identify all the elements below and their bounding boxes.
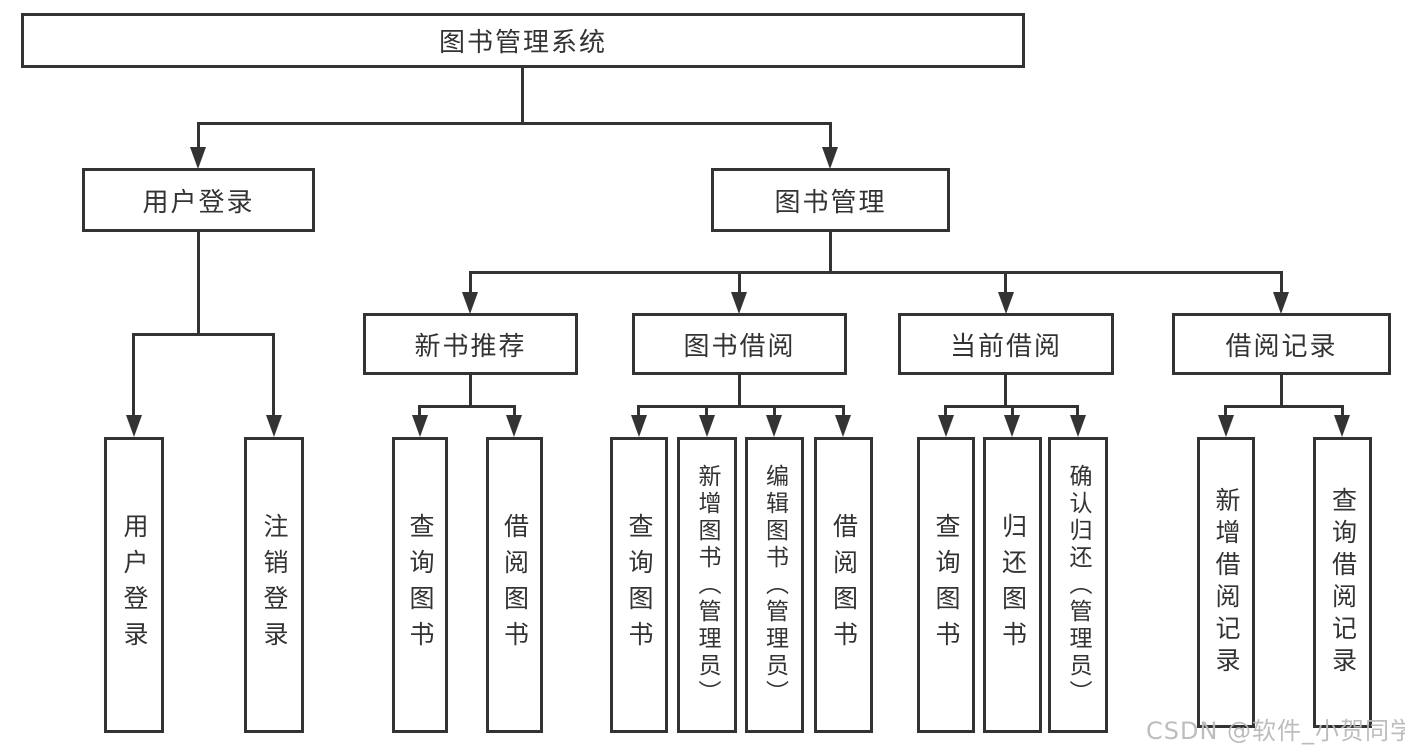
connector-groupB-stem [738, 373, 741, 407]
connector-leaf [705, 405, 708, 419]
node-label: 借阅记录 [1225, 331, 1338, 362]
leaf-query-borrow-record: 查询借阅记录 [1313, 437, 1372, 728]
node-library-management-system: 图书管理系统 [21, 13, 1025, 68]
node-label: 查询图书 [406, 513, 435, 657]
leaf-confirm-return-admin: 确认归还（管理员） [1048, 437, 1108, 733]
connector-groupB-branch [637, 405, 845, 408]
connector-to-new-book [469, 271, 472, 295]
node-label: 编辑图书（管理员） [761, 463, 788, 707]
connector-to-book-borrow [738, 271, 741, 295]
node-label: 归还图书 [998, 513, 1028, 657]
arrowhead-icon [1218, 415, 1234, 437]
connector-leaf [842, 405, 845, 419]
leaf-user-login: 用户登录 [104, 437, 164, 733]
node-label: 查询图书 [625, 513, 654, 657]
node-label: 图书管理 [774, 187, 887, 218]
node-book-borrowing: 图书借阅 [632, 313, 847, 375]
connector-leaf [513, 405, 516, 419]
node-borrowing-records: 借阅记录 [1172, 313, 1391, 375]
leaf-return-books: 归还图书 [983, 437, 1042, 733]
arrowhead-icon [1334, 415, 1350, 437]
arrowhead-icon [998, 292, 1014, 314]
leaf-query-books-a: 查询图书 [392, 437, 448, 733]
node-label: 图书管理系统 [438, 28, 607, 58]
node-label: 查询图书 [932, 513, 961, 657]
connector-groupA-branch [418, 405, 516, 408]
arrowhead-icon [126, 415, 142, 437]
connector-leaf [944, 405, 947, 419]
node-label: 查询借阅记录 [1328, 486, 1358, 679]
node-label: 图书借阅 [683, 331, 796, 362]
arrowhead-icon [822, 147, 838, 169]
connector-to-login-leaf [132, 333, 135, 419]
arrowhead-icon [462, 292, 478, 314]
arrowhead-icon [266, 415, 282, 437]
connector-leaf [1224, 405, 1227, 419]
connector-leaf [637, 405, 640, 419]
connector-leaf [418, 405, 421, 419]
connector-groupD-stem [1280, 373, 1283, 407]
node-label: 用户登录 [120, 513, 149, 657]
node-current-borrowing: 当前借阅 [898, 313, 1114, 375]
leaf-edit-books-admin: 编辑图书（管理员） [745, 437, 804, 733]
arrowhead-icon [506, 415, 522, 437]
leaf-query-books-b: 查询图书 [610, 437, 668, 733]
arrowhead-icon [412, 415, 428, 437]
connector-groupC-stem [1004, 373, 1007, 407]
connector-to-borrow-records [1280, 271, 1283, 295]
arrowhead-icon [938, 415, 954, 437]
arrowhead-icon [766, 415, 782, 437]
arrowhead-icon [1004, 415, 1020, 437]
node-book-management: 图书管理 [711, 168, 950, 232]
node-label: 借阅图书 [829, 513, 859, 657]
csdn-watermark: CSDN @软件_小贺同学 [1146, 717, 1405, 745]
node-label: 新增图书（管理员） [694, 463, 720, 707]
connector-root-stem [521, 68, 524, 124]
connector-leaf [1076, 405, 1079, 419]
connector-to-logout-leaf [272, 333, 275, 419]
leaf-borrow-books-a: 借阅图书 [486, 437, 543, 733]
leaf-query-books-c: 查询图书 [917, 437, 975, 733]
node-label: 新书推荐 [414, 331, 527, 362]
node-label: 当前借阅 [949, 331, 1062, 362]
connector-to-user-login [197, 122, 200, 152]
connector-user-login-branch [132, 333, 275, 336]
connector-book-mgmt-stem [829, 232, 832, 273]
leaf-logout: 注销登录 [244, 437, 304, 733]
leaf-add-borrow-record: 新增借阅记录 [1197, 437, 1255, 728]
leaf-borrow-books-b: 借阅图书 [814, 437, 873, 733]
connector-root-branch [197, 122, 832, 125]
node-label: 新增借阅记录 [1212, 486, 1241, 679]
connector-book-mgmt-branch [469, 271, 1283, 274]
arrowhead-icon [731, 292, 747, 314]
arrowhead-icon [835, 415, 851, 437]
node-label: 用户登录 [142, 187, 255, 218]
connector-leaf [773, 405, 776, 419]
connector-groupD-branch [1224, 405, 1344, 408]
arrowhead-icon [699, 415, 715, 437]
node-new-book-recommend: 新书推荐 [363, 313, 578, 375]
leaf-add-books-admin: 新增图书（管理员） [677, 437, 737, 733]
connector-leaf [1341, 405, 1344, 419]
arrowhead-icon [1273, 292, 1289, 314]
node-user-login: 用户登录 [82, 168, 315, 232]
connector-leaf [1011, 405, 1014, 419]
arrowhead-icon [1070, 415, 1086, 437]
connector-user-login-stem [197, 232, 200, 335]
connector-groupA-stem [469, 373, 472, 407]
connector-to-book-mgmt [829, 122, 832, 152]
arrowhead-icon [631, 415, 647, 437]
connector-to-current-borrow [1004, 271, 1007, 295]
node-label: 确认归还（管理员） [1065, 463, 1091, 707]
arrowhead-icon [190, 147, 206, 169]
node-label: 借阅图书 [500, 513, 530, 657]
node-label: 注销登录 [260, 513, 289, 657]
